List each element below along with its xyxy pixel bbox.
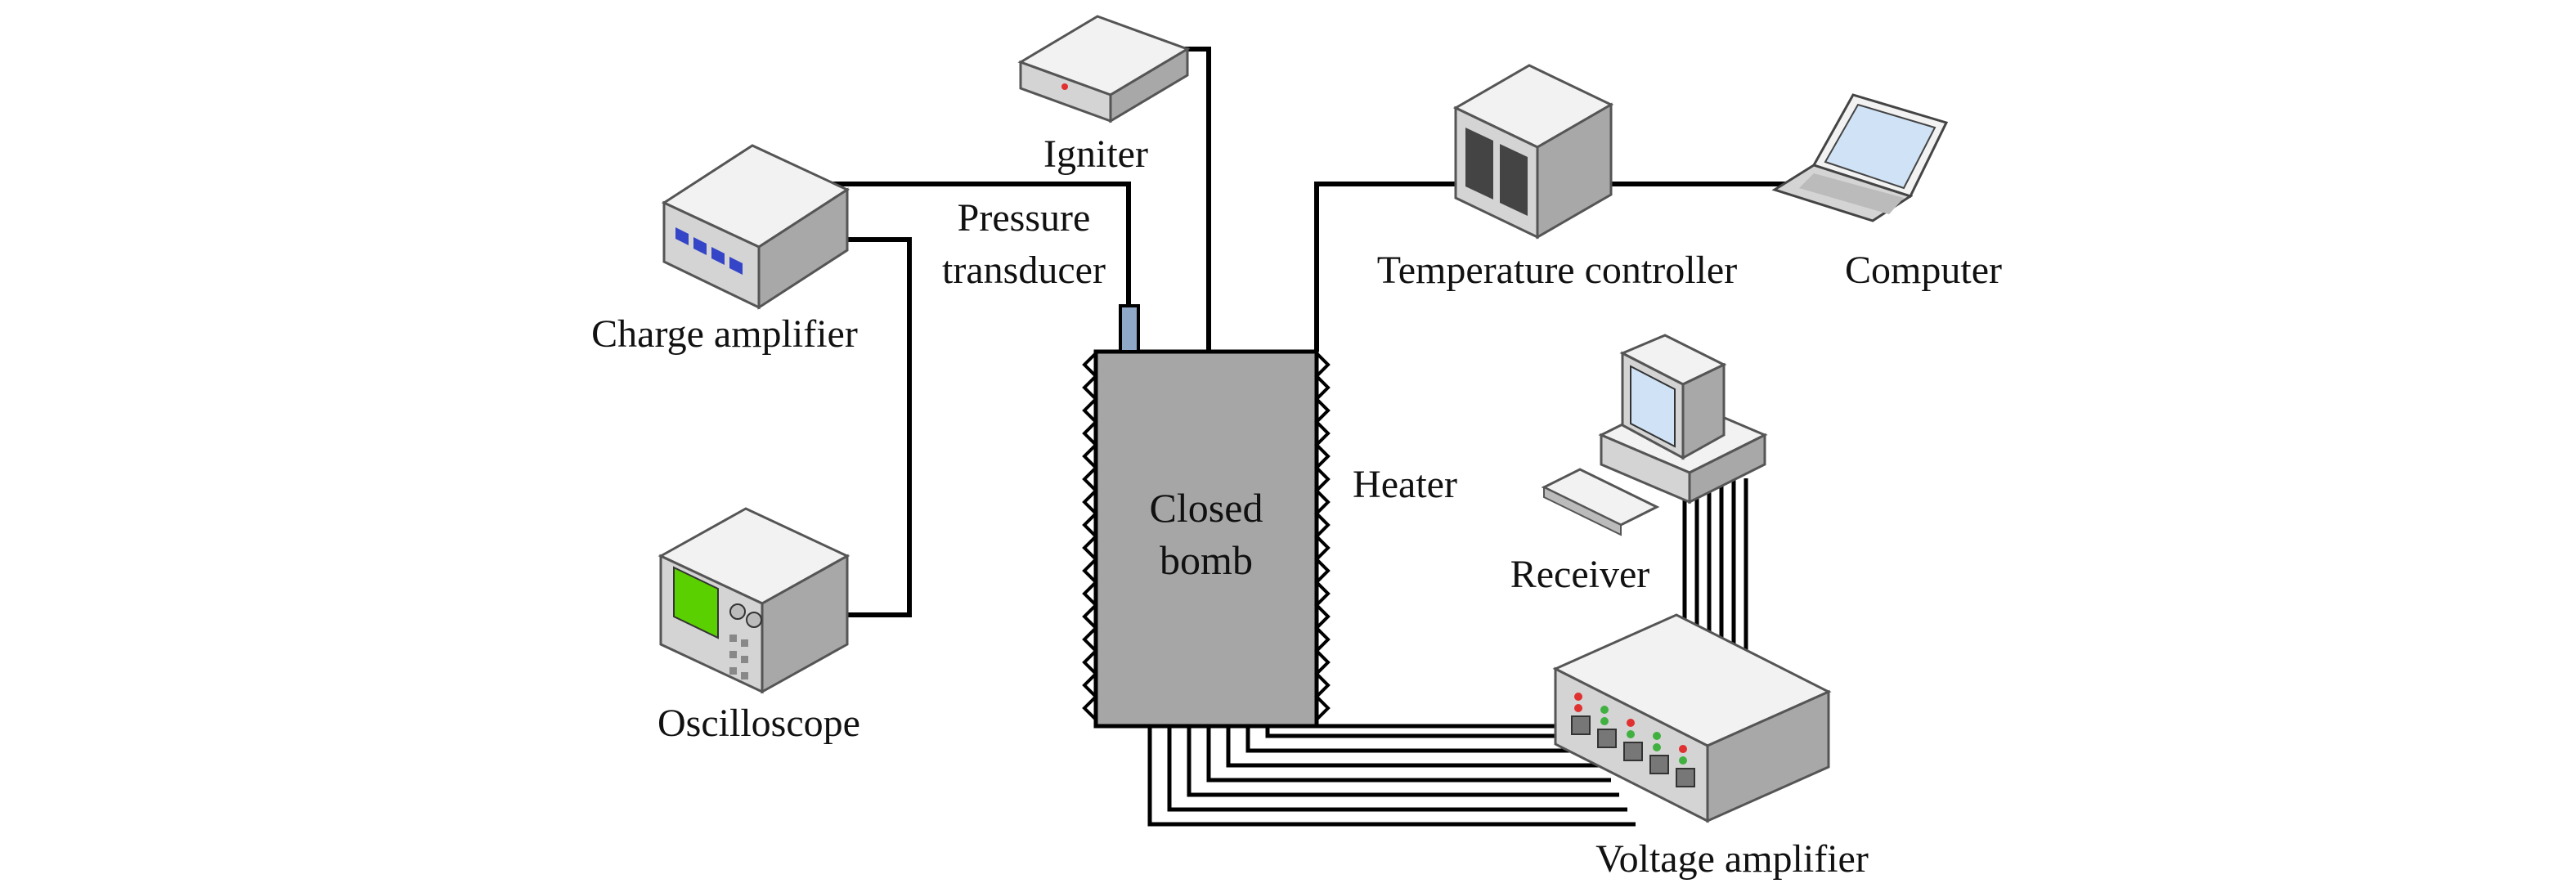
heater-left-zigzag (1082, 352, 1098, 721)
laptop-icon (1771, 93, 1949, 222)
receiver-label: Receiver (1510, 553, 1650, 596)
igniter-label: Igniter (1043, 132, 1148, 176)
igniter-icon (1017, 15, 1191, 123)
heater-label: Heater (1353, 463, 1457, 506)
temperature-controller-label: Temperature controller (1377, 249, 1737, 292)
wire-bundle-bomb (1147, 724, 1636, 827)
oscilloscope-icon (657, 507, 850, 694)
pressure-transducer-label-1: Pressure (958, 196, 1091, 240)
charge-amplifier-label: Charge amplifier (591, 312, 858, 356)
closed-bomb-label-1: Closed (1150, 485, 1263, 531)
wire-charge-amp-oscilloscope (842, 237, 912, 617)
wire-charge-amp-transducer (828, 182, 1131, 309)
wire-igniter (1178, 47, 1211, 352)
receiver-computer-icon (1541, 334, 1768, 536)
charge-amplifier-icon (661, 144, 850, 310)
closed-bomb-label-2: bomb (1160, 537, 1253, 583)
computer-label: Computer (1845, 249, 2002, 292)
voltage-amplifier-icon (1552, 613, 1832, 823)
closed-bomb: Closed bomb (1082, 304, 1331, 729)
pressure-transducer-icon (1119, 304, 1140, 353)
oscilloscope-label: Oscilloscope (657, 702, 860, 745)
wire-temp-controller (1314, 182, 1457, 352)
voltage-amplifier-label: Voltage amplifier (1595, 837, 1869, 881)
closed-bomb-body (1093, 349, 1319, 729)
heater-right-zigzag (1314, 352, 1331, 721)
pressure-transducer-label-2: transducer (942, 249, 1106, 292)
voltage-amplifier-ports (1571, 693, 1695, 787)
temperature-controller-icon (1452, 64, 1614, 240)
